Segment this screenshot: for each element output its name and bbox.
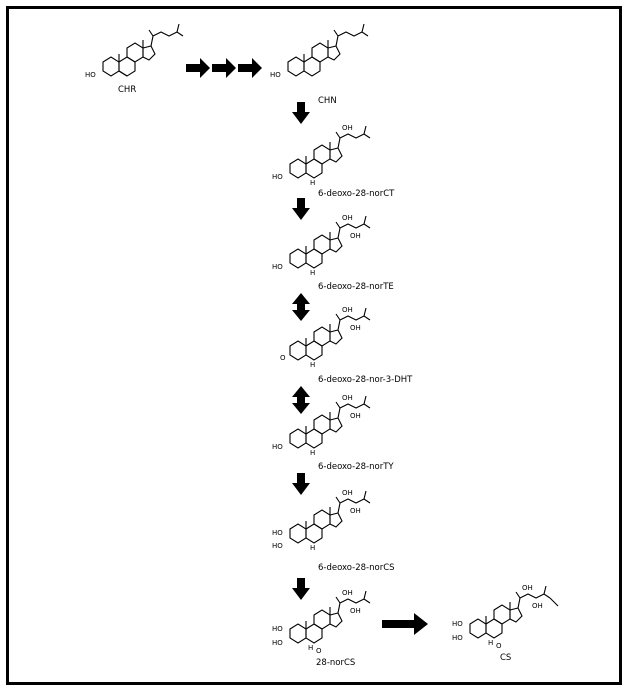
- figure-frame: [6, 6, 622, 685]
- compound-label-chr: CHR: [118, 85, 136, 95]
- svg-text:OH: OH: [342, 306, 353, 314]
- svg-text:OH: OH: [350, 232, 361, 240]
- svg-text:OH: OH: [350, 412, 361, 420]
- compound-label-cs: CS: [500, 653, 511, 663]
- svg-text:OH: OH: [342, 394, 353, 402]
- compound-deoxo-norty: HO H OH OH: [272, 394, 371, 457]
- svg-text:HO: HO: [272, 173, 283, 181]
- svg-text:OH: OH: [532, 602, 543, 610]
- svg-text:OH: OH: [522, 584, 533, 592]
- compound-label-deoxo-norcs: 6-deoxo-28-norCS: [318, 563, 395, 573]
- compound-norcs: HO HO H O OH OH: [272, 589, 371, 655]
- hydroxyl-label: HO: [85, 71, 96, 79]
- arrow-down-2: [292, 198, 310, 220]
- svg-text:O: O: [496, 642, 502, 650]
- svg-text:H: H: [310, 179, 315, 187]
- compound-deoxo-norcs: HO HO H OH OH: [272, 489, 371, 552]
- reversible-arrow-1: [292, 293, 310, 321]
- compound-label-chn: CHN: [318, 96, 337, 106]
- svg-text:H: H: [308, 644, 313, 652]
- svg-text:HO: HO: [272, 625, 283, 633]
- svg-text:OH: OH: [342, 124, 353, 132]
- svg-text:H: H: [310, 269, 315, 277]
- svg-text:OH: OH: [350, 324, 361, 332]
- compound-label-norcs: 28-norCS: [316, 658, 355, 668]
- arrow-right-final: [382, 613, 428, 635]
- svg-text:H: H: [310, 544, 315, 552]
- svg-text:H: H: [310, 361, 315, 369]
- compound-chn: HO: [270, 23, 369, 79]
- compound-label-deoxo-nor-3dht: 6-deoxo-28-nor-3-DHT: [318, 375, 413, 385]
- arrow-down-3: [292, 473, 310, 495]
- svg-text:HO: HO: [272, 639, 283, 647]
- svg-text:OH: OH: [342, 214, 353, 222]
- svg-text:OH: OH: [350, 507, 361, 515]
- compound-label-deoxo-norty: 6-deoxo-28-norTY: [318, 462, 394, 472]
- svg-text:O: O: [280, 354, 286, 362]
- arrow-down-1: [292, 102, 310, 124]
- svg-text:H: H: [310, 449, 315, 457]
- compound-deoxo-nor-3dht: O H OH OH: [280, 306, 371, 369]
- compound-deoxo-norte: HO H OH OH: [272, 214, 371, 277]
- svg-text:HO: HO: [270, 71, 281, 79]
- compound-cs: HO HO H O OH OH: [452, 584, 559, 650]
- compound-label-deoxo-norte: 6-deoxo-28-norTE: [318, 282, 394, 292]
- svg-text:HO: HO: [452, 634, 463, 642]
- svg-text:HO: HO: [272, 263, 283, 271]
- compound-deoxo-norct: HO H OH: [272, 124, 371, 187]
- compound-chr: HO: [85, 23, 184, 79]
- compound-label-deoxo-norct: 6-deoxo-28-norCT: [318, 189, 395, 199]
- svg-text:HO: HO: [272, 542, 283, 550]
- svg-text:H: H: [488, 639, 493, 647]
- svg-text:OH: OH: [342, 589, 353, 597]
- reversible-arrow-2: [292, 386, 310, 414]
- svg-text:O: O: [316, 647, 322, 655]
- svg-text:HO: HO: [272, 443, 283, 451]
- svg-text:OH: OH: [342, 489, 353, 497]
- multi-step-arrow: [186, 58, 262, 78]
- svg-text:OH: OH: [350, 607, 361, 615]
- svg-text:HO: HO: [272, 529, 283, 537]
- svg-text:HO: HO: [452, 620, 463, 628]
- arrow-down-4: [292, 578, 310, 600]
